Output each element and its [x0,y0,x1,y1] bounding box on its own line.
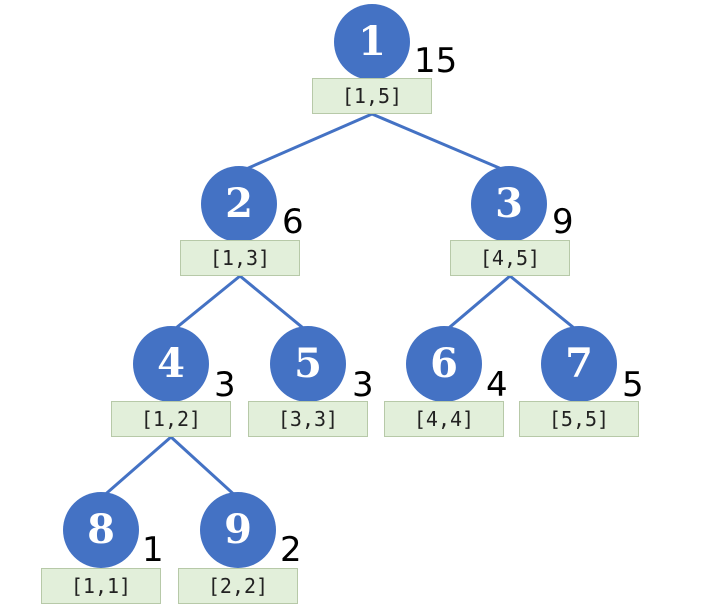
tree-node-4: 4 [133,326,209,402]
tree-node-8: 8 [63,492,139,568]
node-3-value: 9 [552,202,574,242]
edge-4-9 [169,435,240,500]
node-9-value: 2 [280,530,302,570]
edge-3-6 [443,274,511,334]
edge-1-3 [371,112,510,174]
node-8-range: [1,1] [41,568,161,604]
tree-node-6: 6 [406,326,482,402]
edge-3-7 [509,274,580,334]
tree-node-7: 7 [541,326,617,402]
node-6-range: [4,4] [384,401,504,437]
tree-node-5: 5 [270,326,346,402]
edge-1-2 [238,112,373,174]
node-8-value: 1 [142,530,164,570]
node-6-value: 4 [486,365,508,405]
tree-node-1: 1 [334,4,410,80]
tree-node-2: 2 [201,166,277,242]
node-4-range: [1,2] [111,401,231,437]
tree-node-3: 3 [471,166,547,242]
node-5-value: 3 [352,365,374,405]
node-5-range: [3,3] [248,401,368,437]
node-2-value: 6 [282,202,304,242]
node-7-value: 5 [622,365,644,405]
edge-4-8 [100,435,172,500]
node-1-value: 15 [414,41,458,81]
node-1-range: [1,5] [312,78,432,114]
node-9-range: [2,2] [178,568,298,604]
node-3-range: [4,5] [450,240,570,276]
node-4-value: 3 [214,365,236,405]
tree-node-9: 9 [200,492,276,568]
node-7-range: [5,5] [519,401,639,437]
edge-2-5 [239,274,309,334]
edge-2-4 [170,274,241,334]
node-2-range: [1,3] [180,240,300,276]
